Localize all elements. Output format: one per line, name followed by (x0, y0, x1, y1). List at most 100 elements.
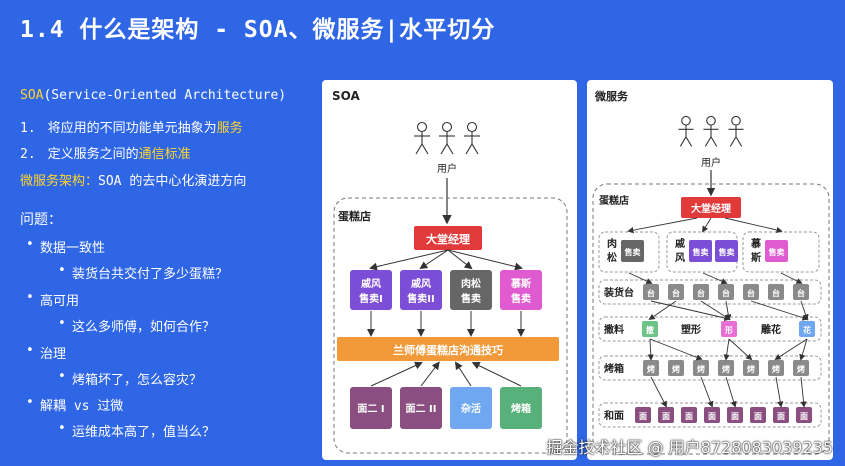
service-group-name: 风 (675, 252, 685, 264)
issue-detail: 装货台共交付了多少蛋糕？ (58, 263, 228, 282)
microservice-title: 微服务 (594, 89, 629, 103)
service-group-name: 戚 (675, 237, 685, 250)
issue-label: 数据一致性 (26, 237, 105, 256)
seller-role: 售卖 (511, 292, 531, 305)
group-to-station-arrow (628, 272, 653, 285)
craft-service-label: 形 (725, 325, 733, 335)
station-to-craft-arrow (650, 300, 731, 322)
station-to-craft-arrow (725, 300, 732, 321)
craft-to-oven-arrow (723, 338, 730, 361)
manager-box (414, 226, 482, 250)
seller-name: 肉松 (461, 277, 481, 290)
issue-label: 解耦 vs 过微 (26, 395, 123, 414)
person-icon (728, 115, 744, 147)
service-instance-label: 面 (777, 412, 785, 421)
service-instance-box (727, 407, 743, 423)
craft-service-box (721, 321, 737, 337)
point-highlight: 通信标准 (138, 147, 191, 162)
service-row-label: 烤箱 (604, 362, 624, 375)
seller-role: 售卖I (359, 292, 383, 305)
manager-to-group-arrow (702, 217, 712, 233)
issue-label: 治理 (26, 343, 66, 362)
seller-box (500, 270, 542, 310)
seller-name: 戚风 (411, 277, 431, 290)
sales-service-label: 售卖 (692, 247, 709, 257)
service-instance-box (668, 360, 684, 376)
station-to-craft-arrow (648, 300, 677, 321)
sales-service-label: 售卖 (768, 247, 785, 257)
service-instance-box (793, 360, 809, 376)
service-group-name: 肉 (607, 237, 617, 250)
seller-box (450, 270, 492, 310)
service-instance-box (768, 284, 784, 300)
service-row-box (598, 316, 822, 342)
station-to-craft-arrow (750, 300, 809, 321)
soa-point-1: 1.将应用的不同功能单元抽象为服务 (20, 117, 243, 136)
service-group-name: 松 (607, 251, 617, 264)
service-instance-box (693, 360, 709, 376)
worker-label: 杂活 (461, 402, 481, 415)
worker-label: 面二 I (357, 403, 384, 415)
seller-box (400, 270, 442, 310)
watermark: 掘金技术社区 @ 用户8728083039235 (546, 438, 833, 457)
manager-to-group-arrow (627, 217, 698, 234)
service-instance-box (668, 284, 684, 300)
service-instance-box (743, 360, 759, 376)
service-instance-label: 烤 (747, 364, 755, 374)
service-instance-label: 烤 (647, 364, 655, 374)
service-row-box (598, 279, 822, 305)
service-instance-box (793, 284, 809, 300)
service-group-name: 斯 (751, 251, 761, 264)
service-instance-label: 台 (672, 288, 680, 298)
oven-to-dough-arrow (725, 376, 737, 408)
service-instance-box (743, 284, 759, 300)
service-instance-box (635, 407, 651, 423)
service-instance-label: 烤 (797, 364, 805, 374)
worker-box (500, 387, 542, 429)
oven-to-dough-arrow (700, 376, 714, 408)
service-instance-label: 面 (639, 412, 647, 421)
manager-to-seller-arrow (447, 249, 523, 271)
worker-label: 烤箱 (511, 402, 531, 415)
soa-title: SOA (332, 89, 361, 103)
manager-box (681, 197, 741, 218)
users-icon (414, 121, 480, 155)
seller-box (350, 270, 392, 310)
service-instance-label: 面 (731, 412, 739, 421)
worker-to-bus-arrow (471, 362, 522, 387)
service-instance-label: 台 (697, 288, 705, 298)
sales-service-box (715, 240, 738, 262)
shop-boundary (592, 183, 830, 455)
craft-to-oven-arrow (799, 338, 808, 361)
person-icon (703, 115, 719, 147)
oven-to-dough-arrow (650, 376, 667, 408)
service-instance-box (643, 360, 659, 376)
sales-service-label: 售卖 (718, 247, 735, 257)
craft-service-box (799, 321, 815, 337)
microservice-diagram: 微服务 用户 蛋糕店 大堂经理 肉松售卖戚风售卖售卖慕斯售卖装货台台台台台台台台… (592, 89, 830, 455)
point-text: 定义服务之间的 (47, 147, 139, 162)
craft-service-label: 花 (803, 325, 811, 335)
shop-label: 蛋糕店 (599, 194, 629, 207)
worker-to-bus-arrow (420, 361, 440, 387)
sales-service-label: 售卖 (624, 247, 641, 257)
service-instance-label: 面 (662, 412, 670, 421)
point-highlight: 服务 (216, 121, 243, 136)
service-instance-box (768, 360, 784, 376)
service-instance-label: 面 (685, 412, 693, 421)
microservice-grid: 肉松售卖戚风售卖售卖慕斯售卖装货台台台台台台台台撒料撒塑形形雕花花烤箱烤烤烤烤烤… (598, 217, 822, 428)
issue-detail: 烤箱坏了，怎么容灾？ (58, 369, 202, 388)
oven-to-dough-arrow (800, 376, 807, 408)
craft-to-oven-arrow (649, 338, 703, 361)
worker-to-bus-arrow (454, 361, 472, 387)
seller-name: 戚风 (361, 277, 381, 290)
microservice-text: SOA 的去中心化演进方向 (98, 174, 247, 189)
microservice-label: 微服务架构： (20, 174, 99, 189)
craft-to-oven-arrow (728, 338, 753, 361)
slide-title: 1.4 什么是架构 - SOA、微服务|水平切分 (20, 17, 496, 43)
person-icon (439, 121, 455, 155)
craft-service-name: 塑形 (681, 323, 701, 336)
